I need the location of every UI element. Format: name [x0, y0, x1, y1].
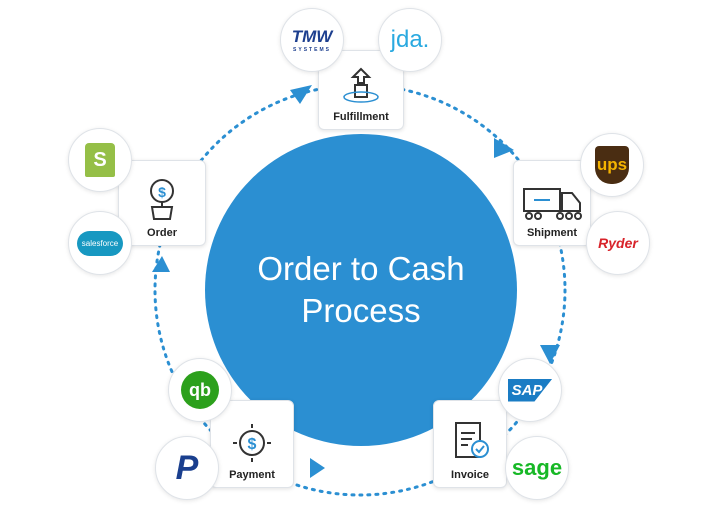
ups-logo: ups [580, 133, 644, 197]
step-label: Payment [229, 469, 275, 481]
arrowhead [310, 458, 325, 478]
step-invoice[interactable]: Invoice [433, 400, 507, 488]
shopify-logo: S [68, 128, 132, 192]
arrowhead [540, 345, 560, 364]
fulfillment-icon [343, 67, 379, 103]
step-shipment[interactable]: Shipment [513, 160, 591, 246]
step-label: Invoice [451, 469, 489, 481]
step-label: Order [147, 227, 177, 239]
sap-logo: SAP [498, 358, 562, 422]
svg-text:$: $ [248, 436, 257, 453]
jda-logo: jda. [378, 8, 442, 72]
center-title-line1: Order to Cash [257, 250, 465, 287]
step-payment[interactable]: $ Payment [210, 400, 294, 488]
salesforce-logo: salesforce [68, 211, 132, 275]
truck-icon [523, 188, 582, 220]
step-label: Fulfillment [333, 111, 389, 123]
sage-logo: sage [505, 436, 569, 500]
paypal-logo: P [155, 436, 219, 500]
invoice-icon [455, 422, 489, 458]
dollar-coin-icon: $ [233, 424, 271, 462]
quickbooks-logo: qb [168, 358, 232, 422]
center-title-line2: Process [301, 292, 421, 329]
arrowhead [152, 256, 170, 272]
svg-text:$: $ [158, 184, 166, 200]
step-order[interactable]: $ Order [118, 160, 206, 246]
arrowhead [494, 138, 514, 158]
ryder-logo: Ryder [586, 211, 650, 275]
arrowhead [290, 85, 312, 104]
step-label: Shipment [526, 227, 578, 239]
order-bag-icon: $ [150, 179, 174, 220]
